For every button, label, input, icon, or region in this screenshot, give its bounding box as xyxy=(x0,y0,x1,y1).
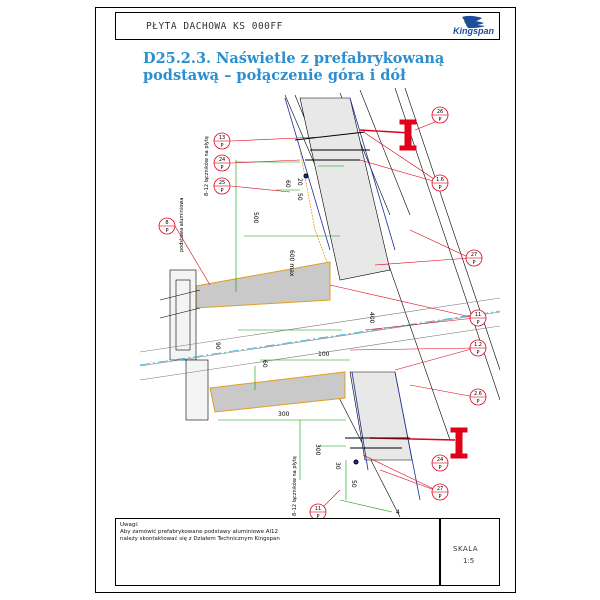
callout-6-bottom: P xyxy=(472,260,475,266)
dim-100: 100 xyxy=(318,351,330,358)
callout-10-bottom: P xyxy=(438,494,441,500)
callout-11-bottom: P xyxy=(165,228,168,234)
callout-8-top: 1.2 xyxy=(474,342,482,348)
callout-5-top: 1.6 xyxy=(436,177,444,183)
callout-bubble: 25 P xyxy=(213,177,231,195)
callout-13-top: 24 xyxy=(437,457,443,463)
callout-bubble: 26 P xyxy=(431,106,449,124)
dim-400: 400 xyxy=(368,312,375,324)
callout-bubble: 11 P xyxy=(309,503,327,518)
fasteners-top-note: 8–12 łączników na płytę xyxy=(203,136,210,196)
aluminium-base xyxy=(159,269,209,421)
callout-10-top: 27 xyxy=(437,486,443,492)
callout-bubble: 2.6 P xyxy=(469,388,487,406)
callout-12-top: 11 xyxy=(315,506,321,512)
scale-box: SKALA 1:5 xyxy=(440,518,500,586)
callout-6-top: 27 xyxy=(471,252,477,258)
product-title: PŁYTA DACHOWA KS 000FF xyxy=(146,21,283,32)
lower-insulation xyxy=(209,371,346,413)
axis-line xyxy=(139,310,500,366)
dim-600-max: 600 max xyxy=(288,250,295,277)
brand-name: Kingspan xyxy=(452,26,494,36)
dim-4: 4 xyxy=(396,509,400,516)
callout-4-top: 26 xyxy=(437,109,443,115)
heading-line-2: podstawą – połączenie góra i dół xyxy=(143,67,406,84)
callout-3-top: 25 xyxy=(219,180,225,186)
callout-bubble: 1.2 P xyxy=(469,339,487,357)
callout-7-bottom: P xyxy=(476,320,479,326)
callout-bubble: 24 P xyxy=(213,154,231,172)
notes-line-2: należy skontaktować się z Działem Techni… xyxy=(120,536,280,542)
callout-7-top: 11 xyxy=(475,312,481,318)
notes-label: Uwagi: xyxy=(120,522,139,528)
callout-2-bottom: P xyxy=(220,165,223,171)
callout-bubble: 11 P xyxy=(469,309,487,327)
callout-13-bottom: P xyxy=(438,465,441,471)
scale-label: SKALA xyxy=(453,545,479,553)
notes-box: Uwagi: Aby zamówić prefabrykowane podsta… xyxy=(115,518,440,586)
callout-bubble: 13 P xyxy=(213,132,231,150)
dim-60-top: 60 xyxy=(284,180,291,188)
fasteners-bottom-note: 8–12 łączników na płytę xyxy=(291,456,298,516)
callout-bubble: 8 P xyxy=(158,217,176,235)
notes-line-1: Aby zamówić prefabrykowane podstawy alum… xyxy=(120,529,279,535)
kingspan-logo: Kingspan xyxy=(448,15,496,37)
base-note: podstawa aluminiowa xyxy=(179,198,185,252)
callout-bubble: 27 P xyxy=(431,483,449,501)
callout-2-top: 24 xyxy=(219,157,225,163)
dim-60-mid: 60 xyxy=(261,360,268,368)
callout-bubble: 1.6 P xyxy=(431,174,449,192)
heading-line-1: D25.2.3. Naświetle z prefabrykowaną xyxy=(143,50,445,67)
callout-1-bottom: P xyxy=(220,143,223,149)
glazing-bands xyxy=(139,297,500,381)
dim-20: 20 xyxy=(296,178,303,186)
technical-drawing: 13 P 24 P 25 P 26 P 1.6 P 27 P 11 P xyxy=(139,88,500,518)
scale-value: 1:5 xyxy=(463,557,475,565)
upper-panel xyxy=(284,97,396,281)
upper-insulation xyxy=(195,261,331,309)
callout-4-bottom: P xyxy=(438,117,441,123)
dim-300-vertical: 300 xyxy=(314,444,321,456)
fasteners xyxy=(294,131,410,465)
detail-heading: D25.2.3. Naświetle z prefabrykowaną pods… xyxy=(143,50,493,84)
callout-11-top: 8 xyxy=(165,220,168,226)
logo-mark-icon xyxy=(462,15,485,28)
callout-3-bottom: P xyxy=(220,188,223,194)
dim-30: 30 xyxy=(334,462,341,470)
dim-50: 50 xyxy=(296,193,303,201)
dimension-lines xyxy=(218,160,393,513)
callout-9-top: 2.6 xyxy=(474,391,482,397)
upper-purlin xyxy=(359,119,417,151)
callout-1-top: 13 xyxy=(219,135,225,141)
title-block: PŁYTA DACHOWA KS 000FF Kingspan xyxy=(115,12,500,40)
callout-bubble: 24 P xyxy=(431,454,449,472)
callout-9-bottom: P xyxy=(476,399,479,405)
dim-300: 300 xyxy=(278,411,290,418)
callout-leaders xyxy=(174,119,476,513)
dim-50-bottom: 50 xyxy=(350,480,357,488)
dim-500: 500 xyxy=(252,212,259,224)
callout-8-bottom: P xyxy=(476,350,479,356)
dim-90: 90 xyxy=(214,342,221,350)
callout-5-bottom: P xyxy=(438,185,441,191)
callout-bubble: 27 P xyxy=(465,249,483,267)
callout-12-bottom: P xyxy=(316,514,319,518)
dimension-labels: 500 600 max 60 20 50 400 100 60 90 300 3… xyxy=(214,178,400,516)
